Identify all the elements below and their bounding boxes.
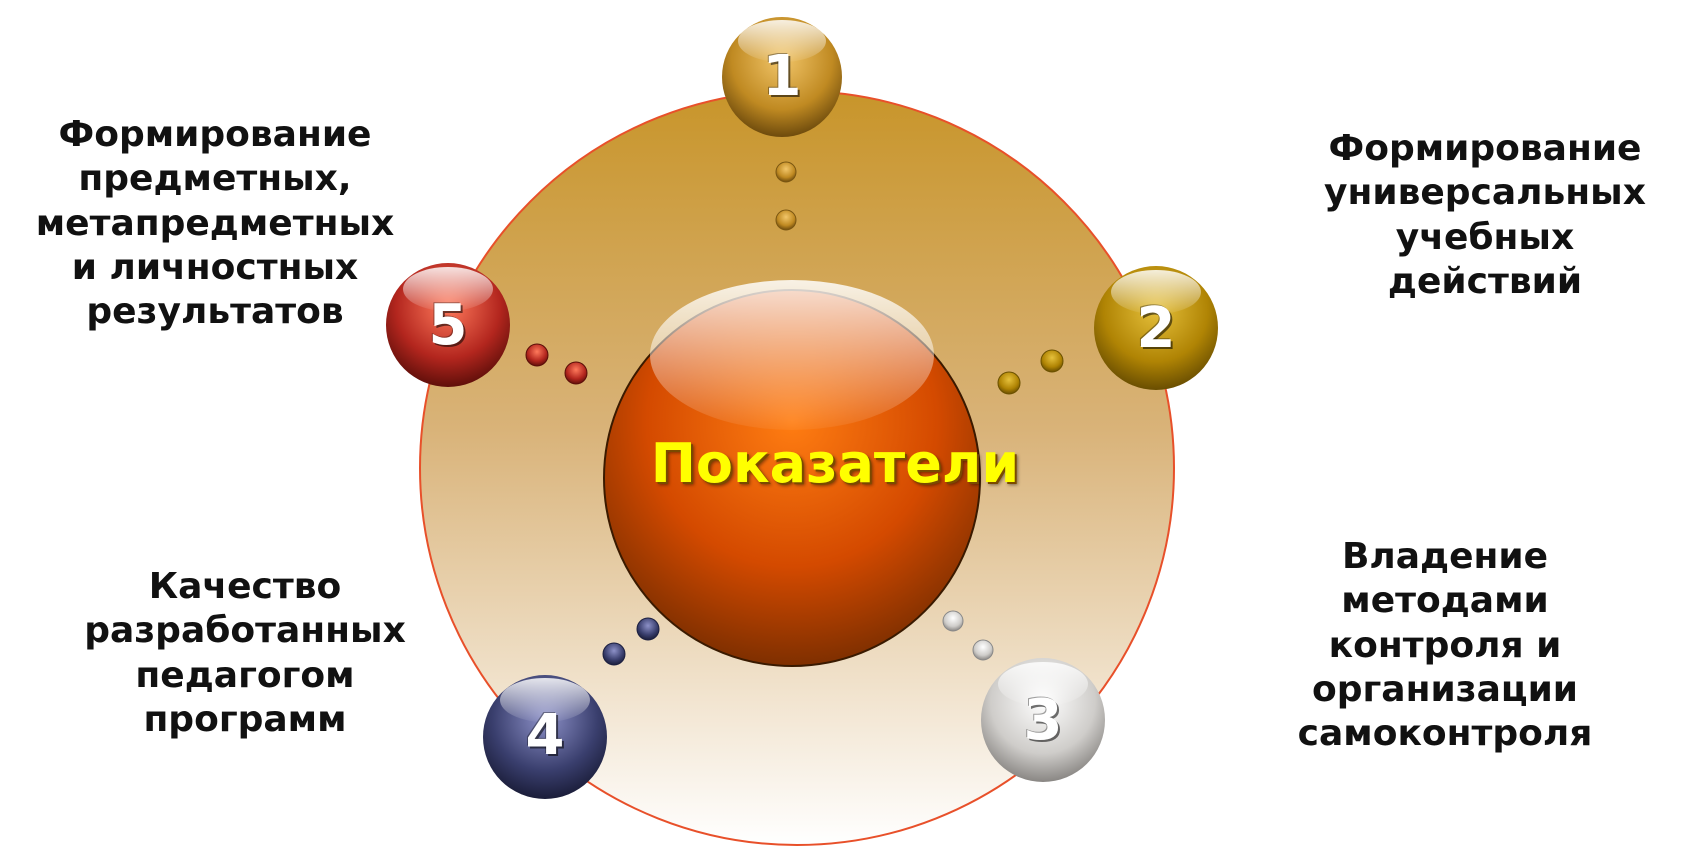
node-number-4: 4 xyxy=(480,703,610,768)
node-label-2: Формирование универсальных учебных дейст… xyxy=(1290,127,1680,304)
node-label-4-line: Качество xyxy=(60,565,430,609)
node-number-1: 1 xyxy=(717,44,847,109)
node-number-3: 3 xyxy=(978,688,1108,753)
node-label-2-line: универсальных xyxy=(1290,171,1680,215)
node-label-3-line: методами xyxy=(1250,579,1640,623)
node-label-3-line: самоконтроля xyxy=(1250,712,1640,756)
center-label: Показатели xyxy=(640,432,1030,495)
node-label-2-line: учебных xyxy=(1290,216,1680,260)
node-label-2-line: Формирование xyxy=(1290,127,1680,171)
node-label-5-line: предметных, xyxy=(20,157,410,201)
node-label-4-line: разработанных xyxy=(60,609,430,653)
node-label-5: Формирование предметных, метапредметных … xyxy=(20,113,410,334)
node-label-2-line: действий xyxy=(1290,260,1680,304)
node-label-4-line: педагогом xyxy=(60,654,430,698)
node-label-5-line: Формирование xyxy=(20,113,410,157)
node-label-3-line: организации xyxy=(1250,668,1640,712)
node-label-3-line: контроля и xyxy=(1250,624,1640,668)
node-number-2: 2 xyxy=(1091,296,1221,361)
node-label-4: Качество разработанных педагогом програм… xyxy=(60,565,430,742)
node-label-5-line: и личностных xyxy=(20,246,410,290)
node-label-3: Владение методами контроля и организации… xyxy=(1250,535,1640,756)
node-label-4-line: программ xyxy=(60,698,430,742)
header-text xyxy=(420,0,1140,14)
node-label-5-line: результатов xyxy=(20,290,410,334)
node-label-5-line: метапредметных xyxy=(20,202,410,246)
node-label-3-line: Владение xyxy=(1250,535,1640,579)
